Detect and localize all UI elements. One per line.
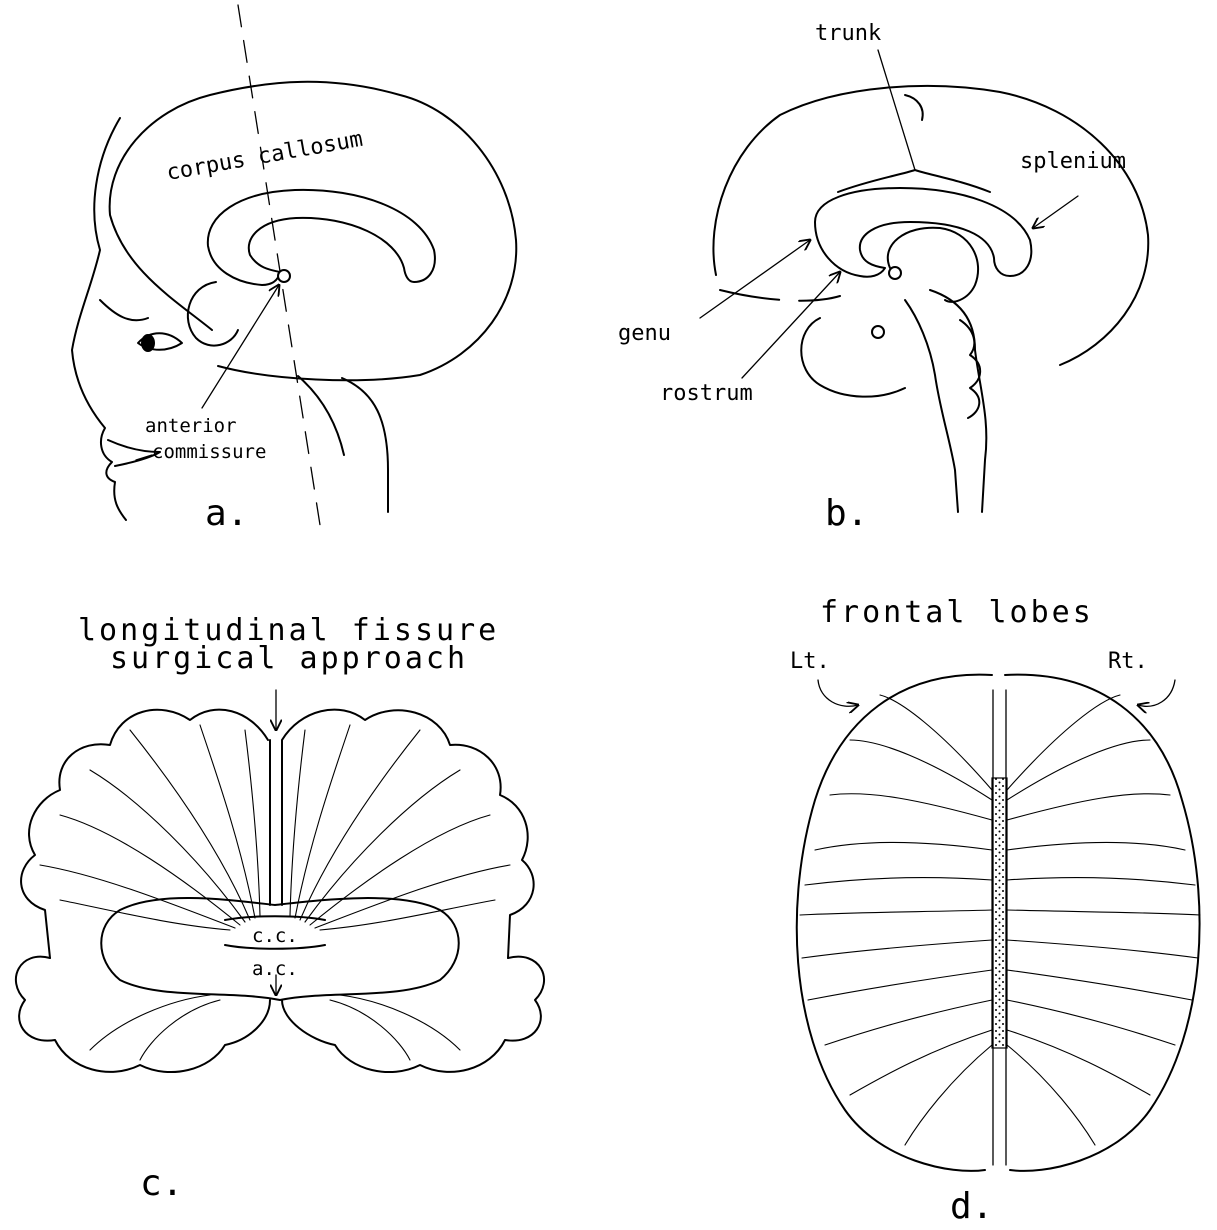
label-lt: Lt. (790, 649, 830, 674)
caption-b: b. (825, 493, 868, 534)
face-profile (72, 118, 126, 520)
corpus-callosum-shape (208, 190, 435, 285)
rostrum-arrow (742, 272, 840, 378)
label-splenium: splenium (1020, 149, 1126, 174)
pituitary-dot-b (872, 326, 884, 338)
panel-b-sagittal-brain: trunk splenium genu rostrum b. (618, 21, 1148, 534)
trunk-pointer (878, 50, 915, 170)
fiber-tracts-c (40, 725, 510, 1060)
cerebellum-bulge-a (188, 282, 238, 346)
caption-a: a. (205, 493, 248, 534)
label-anterior: anterior (145, 415, 237, 437)
rt-curved-arrow (1138, 680, 1175, 706)
eye-pupil (141, 334, 155, 352)
caption-d: d. (950, 1186, 993, 1227)
right-hemisphere-outline (282, 710, 534, 958)
caption-c: c. (140, 1163, 183, 1204)
panel-d-axial-frontal-lobes: frontal lobes Lt. Rt. (790, 595, 1200, 1227)
brain-outline-b (713, 86, 1148, 365)
anterior-commissure-dot (278, 270, 290, 282)
lt-curved-arrow (818, 680, 858, 706)
label-trunk: trunk (815, 21, 881, 46)
right-temporal-lobe (282, 957, 544, 1072)
corpus-callosum-dotted (815, 188, 1031, 277)
commissure-dot-b (889, 267, 901, 279)
label-rostrum: rostrum (660, 381, 753, 406)
left-hemisphere-outline (21, 710, 270, 958)
cerebellum-outline-b (801, 318, 905, 397)
label-cc: c.c. (252, 925, 298, 947)
label-corpus-callosum: corpus callosum (165, 127, 365, 186)
brow-line (100, 300, 148, 320)
title-frontal-lobes: frontal lobes (820, 595, 1094, 630)
splenium-arrow (1033, 196, 1078, 228)
corpus-callosum-strip (992, 778, 1007, 1048)
neck-line (342, 378, 388, 512)
panel-c-coronal-section: longitudinal fissure surgical approach (16, 613, 544, 1204)
brainstem-outline-b (930, 290, 986, 512)
label-commissure: commissure (152, 441, 266, 463)
label-rt: Rt. (1108, 649, 1148, 674)
label-genu: genu (618, 321, 671, 346)
label-ac: a.c. (252, 958, 298, 980)
title-surgical-approach: surgical approach (110, 641, 468, 676)
genu-arrow (700, 240, 810, 318)
panel-a-sagittal-head: corpus callosum anterior commissure a. (72, 5, 516, 534)
brainstem-line-a (298, 376, 344, 455)
brainstem-inner-b (905, 300, 958, 512)
gyrus-notch-b (905, 95, 923, 120)
